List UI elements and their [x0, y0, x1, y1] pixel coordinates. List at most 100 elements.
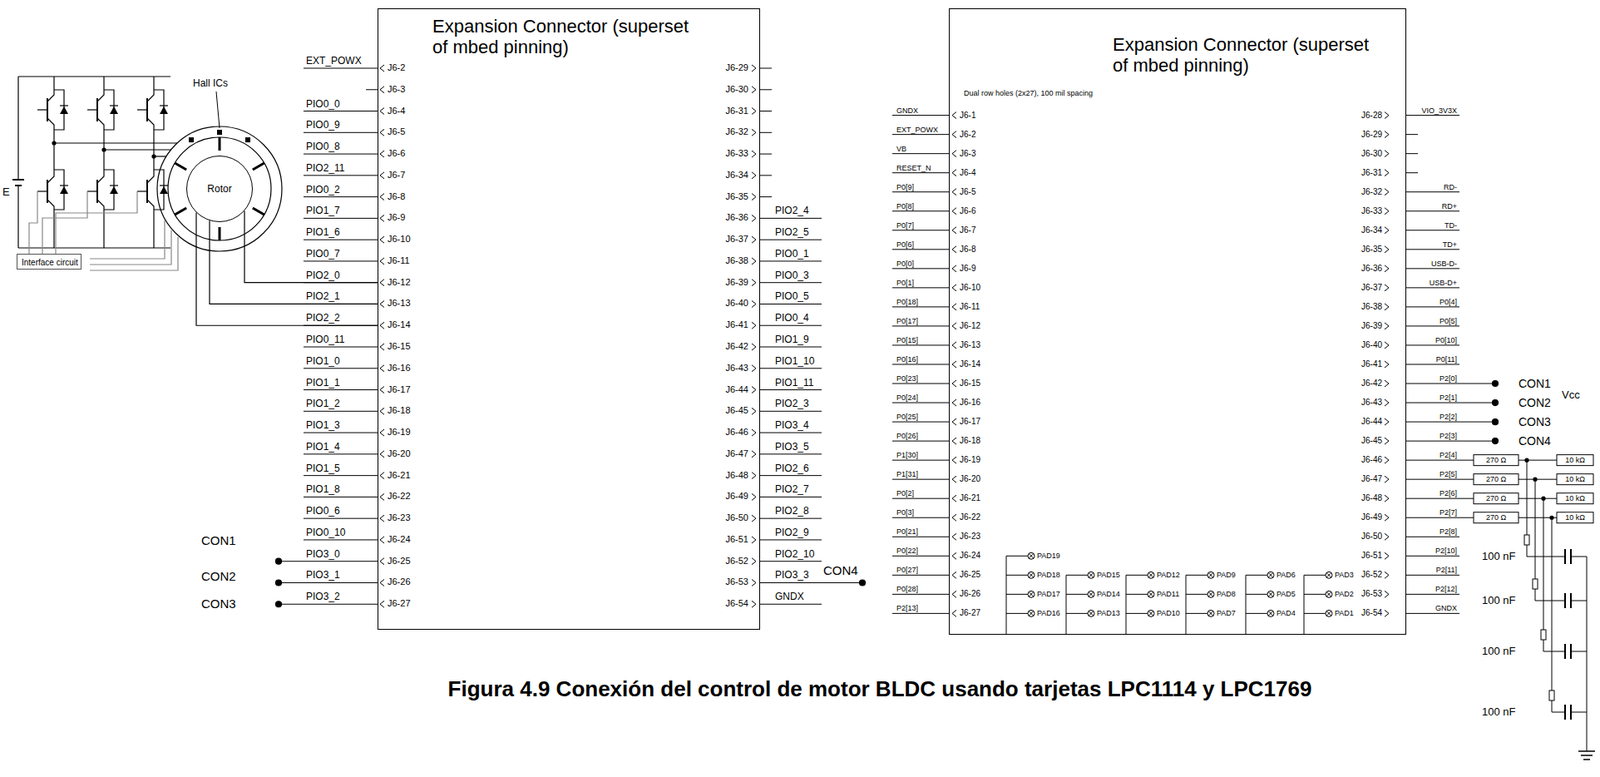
- wire: [1406, 172, 1418, 173]
- pin-symbol: [1384, 380, 1389, 387]
- ground-symbol: [1578, 750, 1596, 752]
- pin-number: J6-19: [387, 426, 411, 438]
- wire: [1006, 555, 1028, 557]
- connector-label: CON2: [1518, 395, 1551, 410]
- wire: [892, 459, 949, 461]
- connector-label: CON1: [1518, 376, 1551, 391]
- wire: [1245, 612, 1268, 614]
- signal-name: EXT_POWX: [896, 124, 939, 134]
- wire: [17, 76, 19, 180]
- pin-symbol: [751, 429, 756, 436]
- pin-symbol: [751, 600, 756, 608]
- pin-number: J6-9: [959, 263, 976, 274]
- signal-name: GNDX: [1435, 603, 1457, 613]
- capacitor-value: 100 nF: [1481, 593, 1516, 608]
- wire: [760, 217, 822, 219]
- pad-symbol: [1268, 572, 1274, 578]
- pin-number: J6-18: [387, 405, 411, 417]
- pad-label: PAD5: [1276, 589, 1296, 599]
- wire: [1125, 574, 1148, 576]
- wire: [1006, 593, 1028, 595]
- pin-symbol: [751, 536, 756, 544]
- wire: [1303, 574, 1305, 635]
- wire: [1406, 248, 1460, 250]
- wire: [1586, 556, 1588, 751]
- signal-name: PIO1_5: [306, 461, 341, 474]
- capacitor-value: 100 nF: [1481, 644, 1516, 658]
- pad-symbol: [1208, 592, 1214, 598]
- signal-name: PIO3_0: [306, 548, 341, 560]
- signal-name: P2[7]: [1439, 508, 1457, 518]
- signal-name: PIO0_2: [306, 182, 341, 195]
- pad-symbol: [1147, 590, 1155, 598]
- wire: [303, 217, 378, 219]
- wire: [892, 306, 949, 307]
- pad-symbol: [1088, 611, 1094, 617]
- signal-name: P0[22]: [896, 546, 919, 556]
- pin-number: J6-30: [725, 83, 749, 95]
- pin-symbol: [952, 131, 957, 139]
- diode-symbol: [109, 106, 119, 114]
- wire: [892, 612, 949, 614]
- signal-name: PIO1_4: [306, 440, 341, 453]
- pin-symbol: [380, 493, 385, 500]
- junction-dot: [152, 154, 156, 159]
- diode-symbol: [159, 106, 168, 114]
- pin-symbol: [1384, 227, 1389, 234]
- stator-ring: [167, 137, 272, 241]
- wire: [892, 172, 949, 173]
- signal-name: P2[12]: [1435, 584, 1457, 594]
- pin-symbol: [1384, 150, 1389, 158]
- pin-number: J6-45: [725, 405, 749, 417]
- signal-wire: [29, 191, 38, 254]
- signal-name: PIO1_2: [306, 397, 341, 410]
- pad-symbol: [1267, 571, 1275, 578]
- wire: [1406, 459, 1474, 461]
- pin-symbol: [952, 150, 957, 158]
- signal-name: P0[21]: [896, 527, 919, 537]
- connector-label: CON4: [823, 562, 859, 578]
- connector-label: CON3: [1518, 414, 1551, 430]
- pin-number: J6-36: [725, 212, 749, 224]
- pad-symbol: [1147, 609, 1155, 617]
- wire: [892, 210, 949, 212]
- pin-number: J6-27: [387, 598, 411, 610]
- signal-name: PIO2_1: [306, 290, 341, 302]
- pin-symbol: [380, 407, 385, 415]
- pad-symbol: [1207, 609, 1215, 617]
- pin-number: J6-22: [387, 491, 411, 503]
- transistor-symbol: [147, 118, 154, 183]
- signal-name: PIO2_0: [306, 268, 341, 281]
- pin-symbol: [1384, 169, 1389, 177]
- signal-name: RD+: [1441, 201, 1457, 211]
- wire: [1406, 286, 1460, 288]
- wire: [278, 603, 378, 605]
- wire: [760, 538, 822, 540]
- resistor-value: 10 kΩ: [1565, 455, 1586, 465]
- wire: [1006, 612, 1028, 614]
- pin-number: J6-10: [387, 234, 411, 246]
- wire: [1125, 574, 1127, 635]
- diode-symbol: [59, 186, 69, 194]
- pin-number: J6-22: [959, 512, 981, 523]
- resistor-symbol: [1473, 474, 1519, 485]
- resistor-value: 270 Ω: [1486, 474, 1507, 484]
- pin-number: J6-46: [725, 426, 749, 438]
- signal-name: RESET_N: [896, 162, 932, 173]
- signal-name: PIO0_5: [775, 290, 810, 302]
- capacitor-symbol: [1564, 548, 1566, 564]
- pad-label: PAD14: [1096, 589, 1121, 599]
- signal-name: PIO1_10: [775, 355, 815, 367]
- wire: [1406, 267, 1460, 269]
- pin-number: J6-49: [725, 491, 749, 503]
- signal-wire: [89, 237, 178, 271]
- wire: [1245, 574, 1247, 635]
- pin-number: J6-36: [1361, 263, 1383, 274]
- pad-label: PAD15: [1096, 570, 1121, 580]
- pin-number: J6-6: [387, 148, 405, 159]
- wire: [1125, 612, 1148, 614]
- wire: [1006, 574, 1028, 576]
- wire: [892, 574, 949, 576]
- wire: [1406, 479, 1474, 480]
- wire: [1406, 402, 1496, 404]
